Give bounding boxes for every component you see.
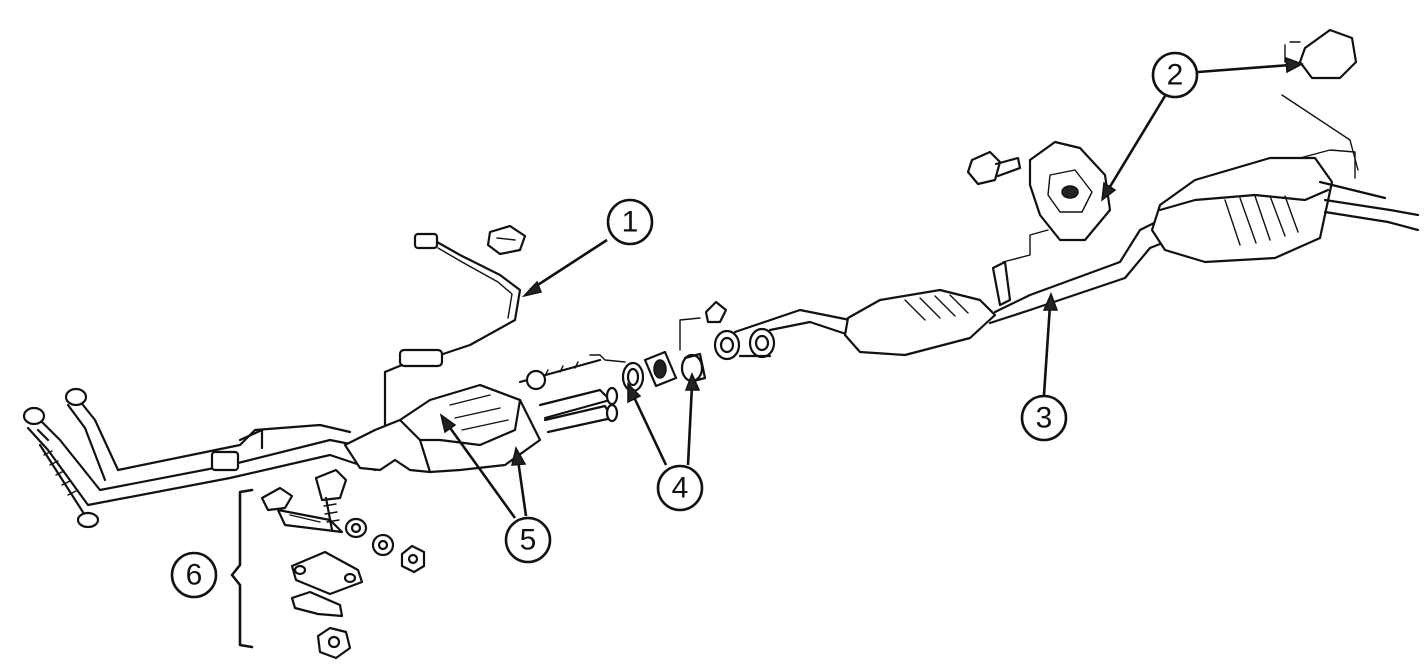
- mounting-hardware-kit: [260, 468, 426, 660]
- callout-6: 6: [170, 551, 218, 599]
- pipe-bracket: [210, 450, 240, 472]
- flange-left: [22, 406, 46, 426]
- callout-1-label: 1: [622, 206, 639, 239]
- callout-5-label: 5: [520, 524, 537, 557]
- seal-rings: [621, 300, 728, 393]
- rear-muffler: [1150, 149, 1420, 264]
- rubber-mount-bracket: [966, 140, 1112, 242]
- front-exhaust-pipes: [22, 387, 382, 529]
- sensor-clip: [486, 224, 527, 256]
- callout-2: 2: [1151, 51, 1199, 99]
- flange-bolt: [76, 511, 100, 529]
- callout-4: 4: [656, 464, 704, 512]
- flange-right: [64, 387, 88, 407]
- callout-3-label: 3: [1036, 402, 1053, 435]
- callout-arrows: [439, 56, 1304, 519]
- hardware-brace: [230, 488, 254, 649]
- callout-4-label: 4: [672, 472, 689, 505]
- callout-2-label: 2: [1167, 59, 1184, 92]
- catalytic-converter: [343, 354, 626, 474]
- rubber-mount-block: [1298, 28, 1358, 80]
- intermediate-pipe: [713, 213, 1172, 361]
- callout-1: 1: [606, 198, 654, 246]
- callout-5: 5: [504, 516, 552, 564]
- oxygen-sensor: [383, 232, 522, 442]
- callout-6-label: 6: [186, 559, 203, 592]
- callout-3: 3: [1020, 394, 1068, 442]
